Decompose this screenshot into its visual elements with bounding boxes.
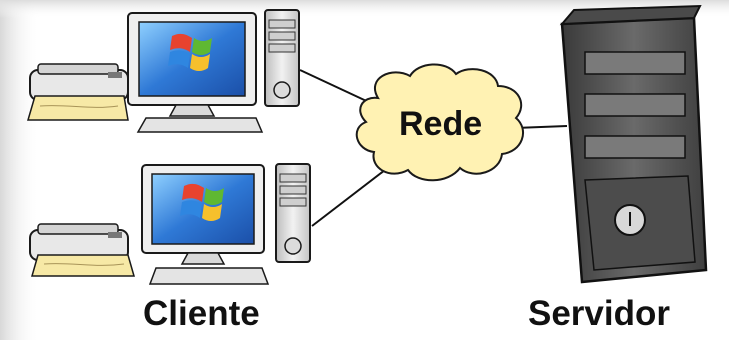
keyboard-icon [148, 267, 270, 285]
link-server [514, 125, 568, 129]
client-tower-icon [264, 9, 300, 107]
desktop-computer-icon [127, 12, 257, 117]
network-links [299, 69, 568, 227]
cloud-icon [355, 63, 524, 182]
server-label: Servidor [528, 294, 670, 333]
network-label: Rede [399, 105, 483, 143]
desktop-computer-icon [141, 164, 265, 265]
server-tower-icon [559, 4, 708, 284]
keyboard-icon [136, 117, 264, 133]
link-client-top [299, 69, 376, 106]
client-workstation-bottom [29, 163, 311, 285]
windows-logo-icon [168, 33, 212, 71]
link-client-bottom [311, 169, 386, 227]
client-workstation-top [27, 9, 300, 133]
client-tower-icon [275, 163, 311, 263]
windows-logo-icon [180, 183, 224, 221]
printer-icon [27, 63, 129, 121]
client-label: Cliente [143, 294, 260, 333]
printer-icon [29, 223, 135, 277]
